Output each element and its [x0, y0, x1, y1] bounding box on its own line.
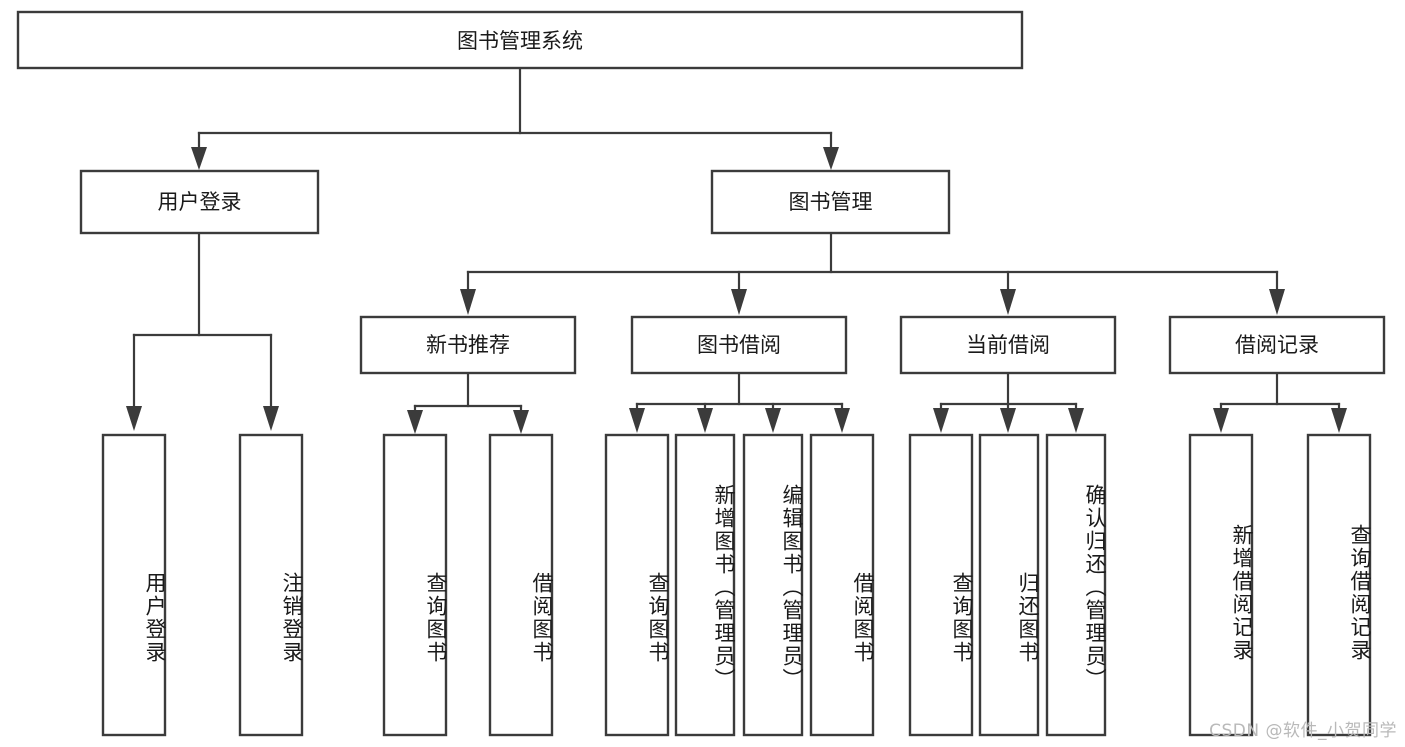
node-borrow-record[interactable] [1168, 315, 1386, 375]
node-current-borrow[interactable] [899, 315, 1117, 375]
node-book-borrow[interactable] [630, 315, 848, 375]
connector-currentborrow-to-leaves [933, 371, 1084, 433]
csdn-watermark: CSDN @软件_小贺同学 [1209, 721, 1397, 741]
arrow-icon [1000, 289, 1016, 315]
arrow-icon [263, 406, 279, 431]
arrow-icon [834, 408, 850, 433]
leaf-borrow-book-recommend[interactable] [488, 433, 554, 737]
node-book-borrow-label: 图书借阅 [697, 333, 781, 357]
node-new-book-recommend[interactable] [359, 315, 577, 375]
leaf-return-book[interactable] [978, 433, 1040, 737]
arrow-icon [1068, 408, 1084, 433]
arrow-icon [823, 147, 839, 170]
leaf-edit-book-admin[interactable] [742, 433, 804, 737]
leaf-query-book-recommend[interactable] [382, 433, 448, 737]
leaf-add-book-admin[interactable] [674, 433, 736, 737]
arrow-icon [407, 410, 423, 434]
arrow-icon [765, 408, 781, 433]
connector-root-to-level2 [191, 66, 839, 170]
arrow-icon [126, 406, 142, 431]
node-current-borrow-label: 当前借阅 [966, 333, 1050, 357]
leaf-query-book-borrow[interactable] [604, 433, 670, 737]
arrow-icon [933, 408, 949, 433]
connector-newbook-to-leaves [407, 371, 529, 434]
arrow-icon [1331, 408, 1347, 433]
connector-bookmgmt-to-level3 [460, 231, 1285, 315]
arrow-icon [191, 147, 207, 170]
arrow-icon [697, 408, 713, 433]
leaf-query-borrow-record[interactable] [1306, 433, 1372, 737]
arrow-icon [1269, 289, 1285, 315]
connector-userlogin-to-leaves [126, 231, 279, 431]
leaf-user-login[interactable] [101, 433, 167, 737]
node-book-management[interactable] [710, 169, 951, 235]
node-borrow-record-label: 借阅记录 [1235, 333, 1319, 357]
arrow-icon [731, 289, 747, 315]
leaf-confirm-return-admin[interactable] [1045, 433, 1107, 737]
node-user-login-label: 用户登录 [158, 190, 242, 214]
arrow-icon [460, 289, 476, 315]
node-user-login[interactable] [79, 169, 320, 235]
node-book-management-label: 图书管理 [789, 190, 873, 214]
node-new-book-recommend-label: 新书推荐 [426, 333, 510, 357]
leaf-logout[interactable] [238, 433, 304, 737]
leaf-borrow-book[interactable] [809, 433, 875, 737]
connector-borrowrecord-to-leaves [1213, 371, 1347, 433]
arrow-icon [629, 408, 645, 433]
node-root[interactable] [16, 10, 1024, 70]
leaf-add-borrow-record[interactable] [1188, 433, 1254, 737]
leaf-query-book-current[interactable] [908, 433, 974, 737]
arrow-icon [1213, 408, 1229, 433]
arrow-icon [1000, 408, 1016, 433]
arrow-icon [513, 410, 529, 434]
node-root-label: 图书管理系统 [457, 29, 583, 53]
connector-bookborrow-to-leaves [629, 371, 850, 433]
